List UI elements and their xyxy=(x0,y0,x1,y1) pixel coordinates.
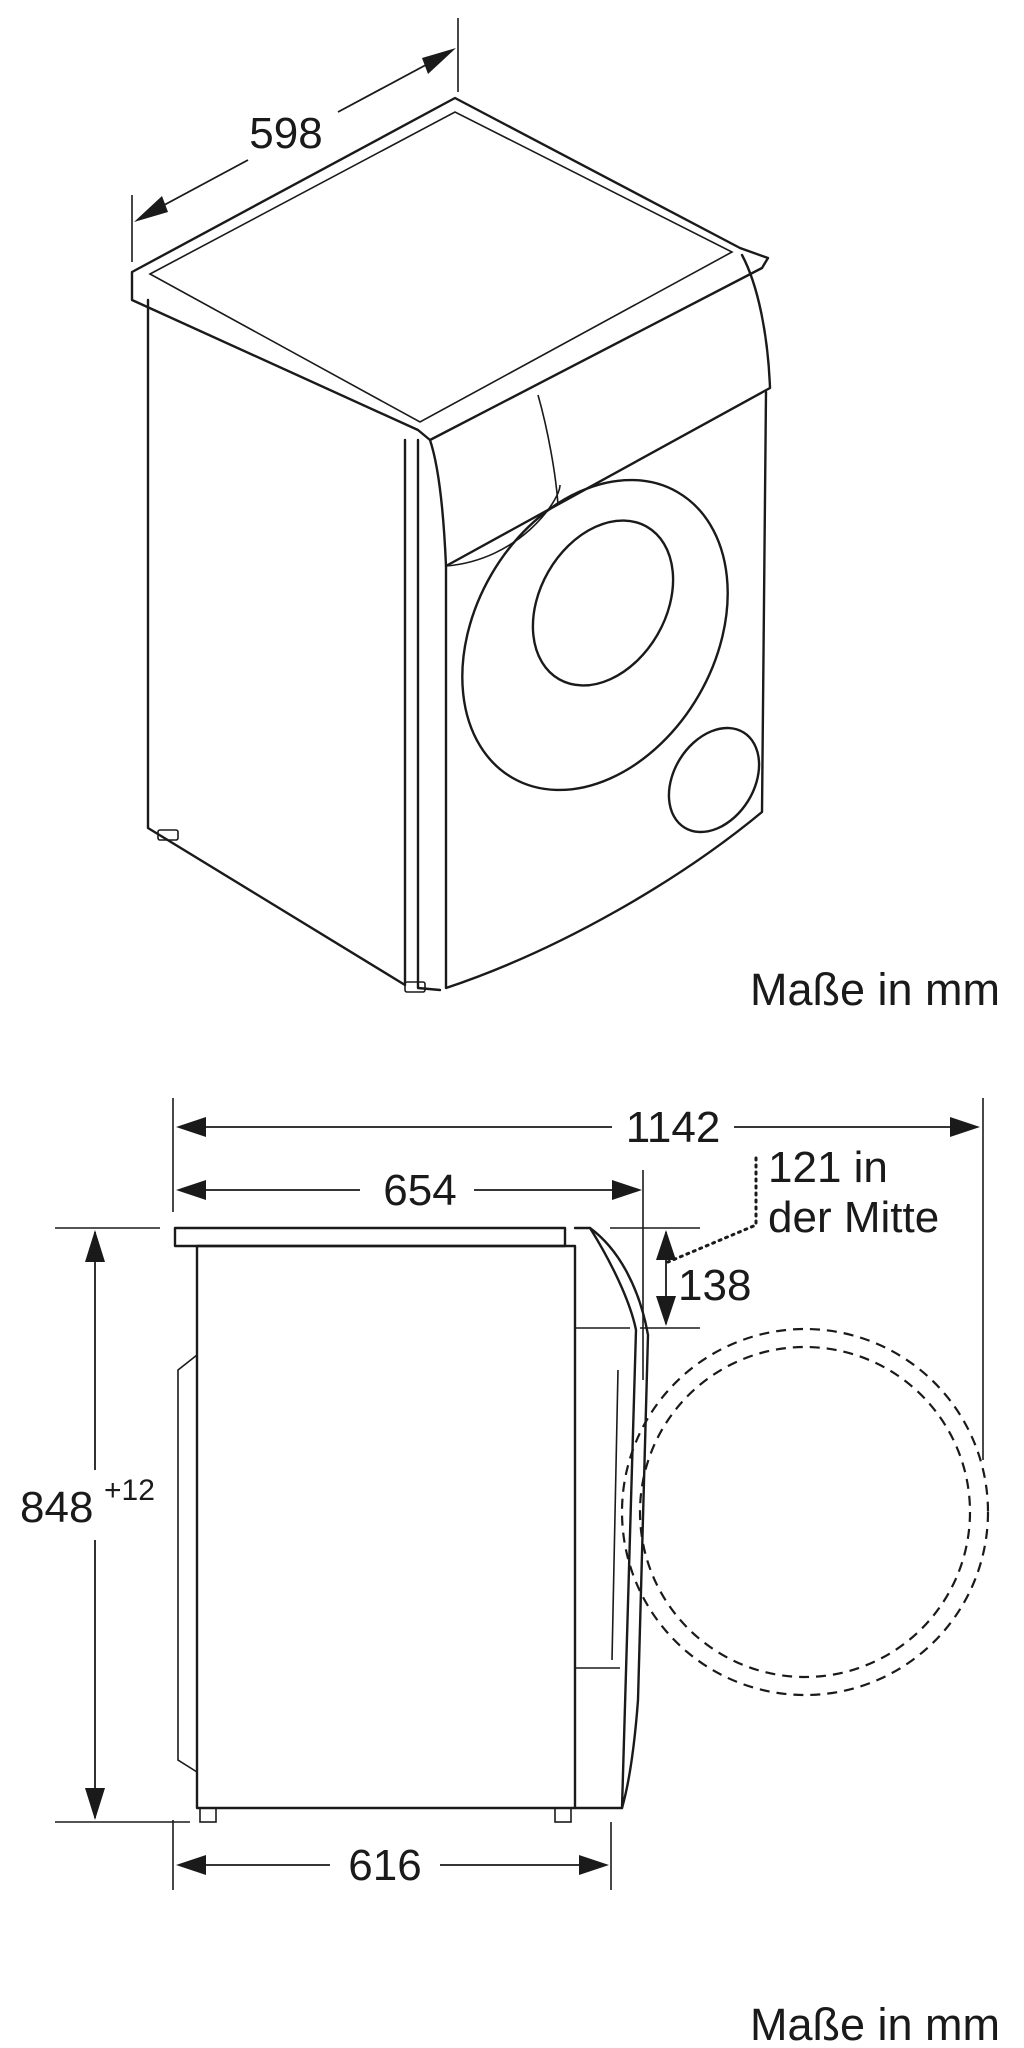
iso-door-glass xyxy=(531,519,675,687)
iso-door-ring xyxy=(461,478,729,792)
side-back-panel xyxy=(177,1354,198,1773)
dim-848-tolerance: +12 xyxy=(104,1474,155,1507)
door-offset-note-line2: der Mitte xyxy=(768,1193,939,1242)
side-door-profile xyxy=(588,1226,650,1810)
iso-foot-left xyxy=(157,829,179,841)
door-offset-note-line1: 121 in xyxy=(768,1143,888,1192)
door-swing-outer xyxy=(620,1327,990,1697)
side-view: 1142 654 121 in der Mitte 138 848 +12 xyxy=(20,1098,1000,2048)
iso-front-left-edge xyxy=(416,438,442,992)
dim-598-arrow-left xyxy=(134,196,168,222)
door-offset-leader xyxy=(666,1156,758,1264)
side-top-plate xyxy=(173,1226,567,1248)
units-note-bottom: Maße in mm xyxy=(750,1999,1000,2048)
dim-598-label: 598 xyxy=(249,109,322,158)
iso-detergent-drawer xyxy=(537,394,559,506)
dim-654-label: 654 xyxy=(383,1166,456,1215)
iso-lid-panel xyxy=(148,111,734,423)
dim-138-label: 138 xyxy=(678,1261,751,1310)
iso-service-flap xyxy=(667,726,761,834)
iso-lid-outline xyxy=(130,96,770,442)
iso-control-panel xyxy=(428,253,772,568)
side-front-panel xyxy=(573,1226,638,1810)
door-swing-inner xyxy=(638,1345,972,1679)
units-note-top: Maße in mm xyxy=(750,964,1000,1015)
dim-598-arrow-right xyxy=(422,48,456,74)
iso-left-side xyxy=(146,298,407,987)
dim-616-label: 616 xyxy=(348,1841,421,1890)
isometric-view: 598 Maße in mm xyxy=(130,18,1000,1015)
iso-foot-right xyxy=(404,981,426,993)
dim-848-label: 848 xyxy=(20,1483,93,1532)
dim-1142-label: 1142 xyxy=(626,1103,721,1152)
side-body xyxy=(195,1244,577,1810)
side-foot-front xyxy=(554,1807,572,1823)
iso-front-face xyxy=(444,390,768,990)
side-foot-back xyxy=(199,1807,217,1823)
